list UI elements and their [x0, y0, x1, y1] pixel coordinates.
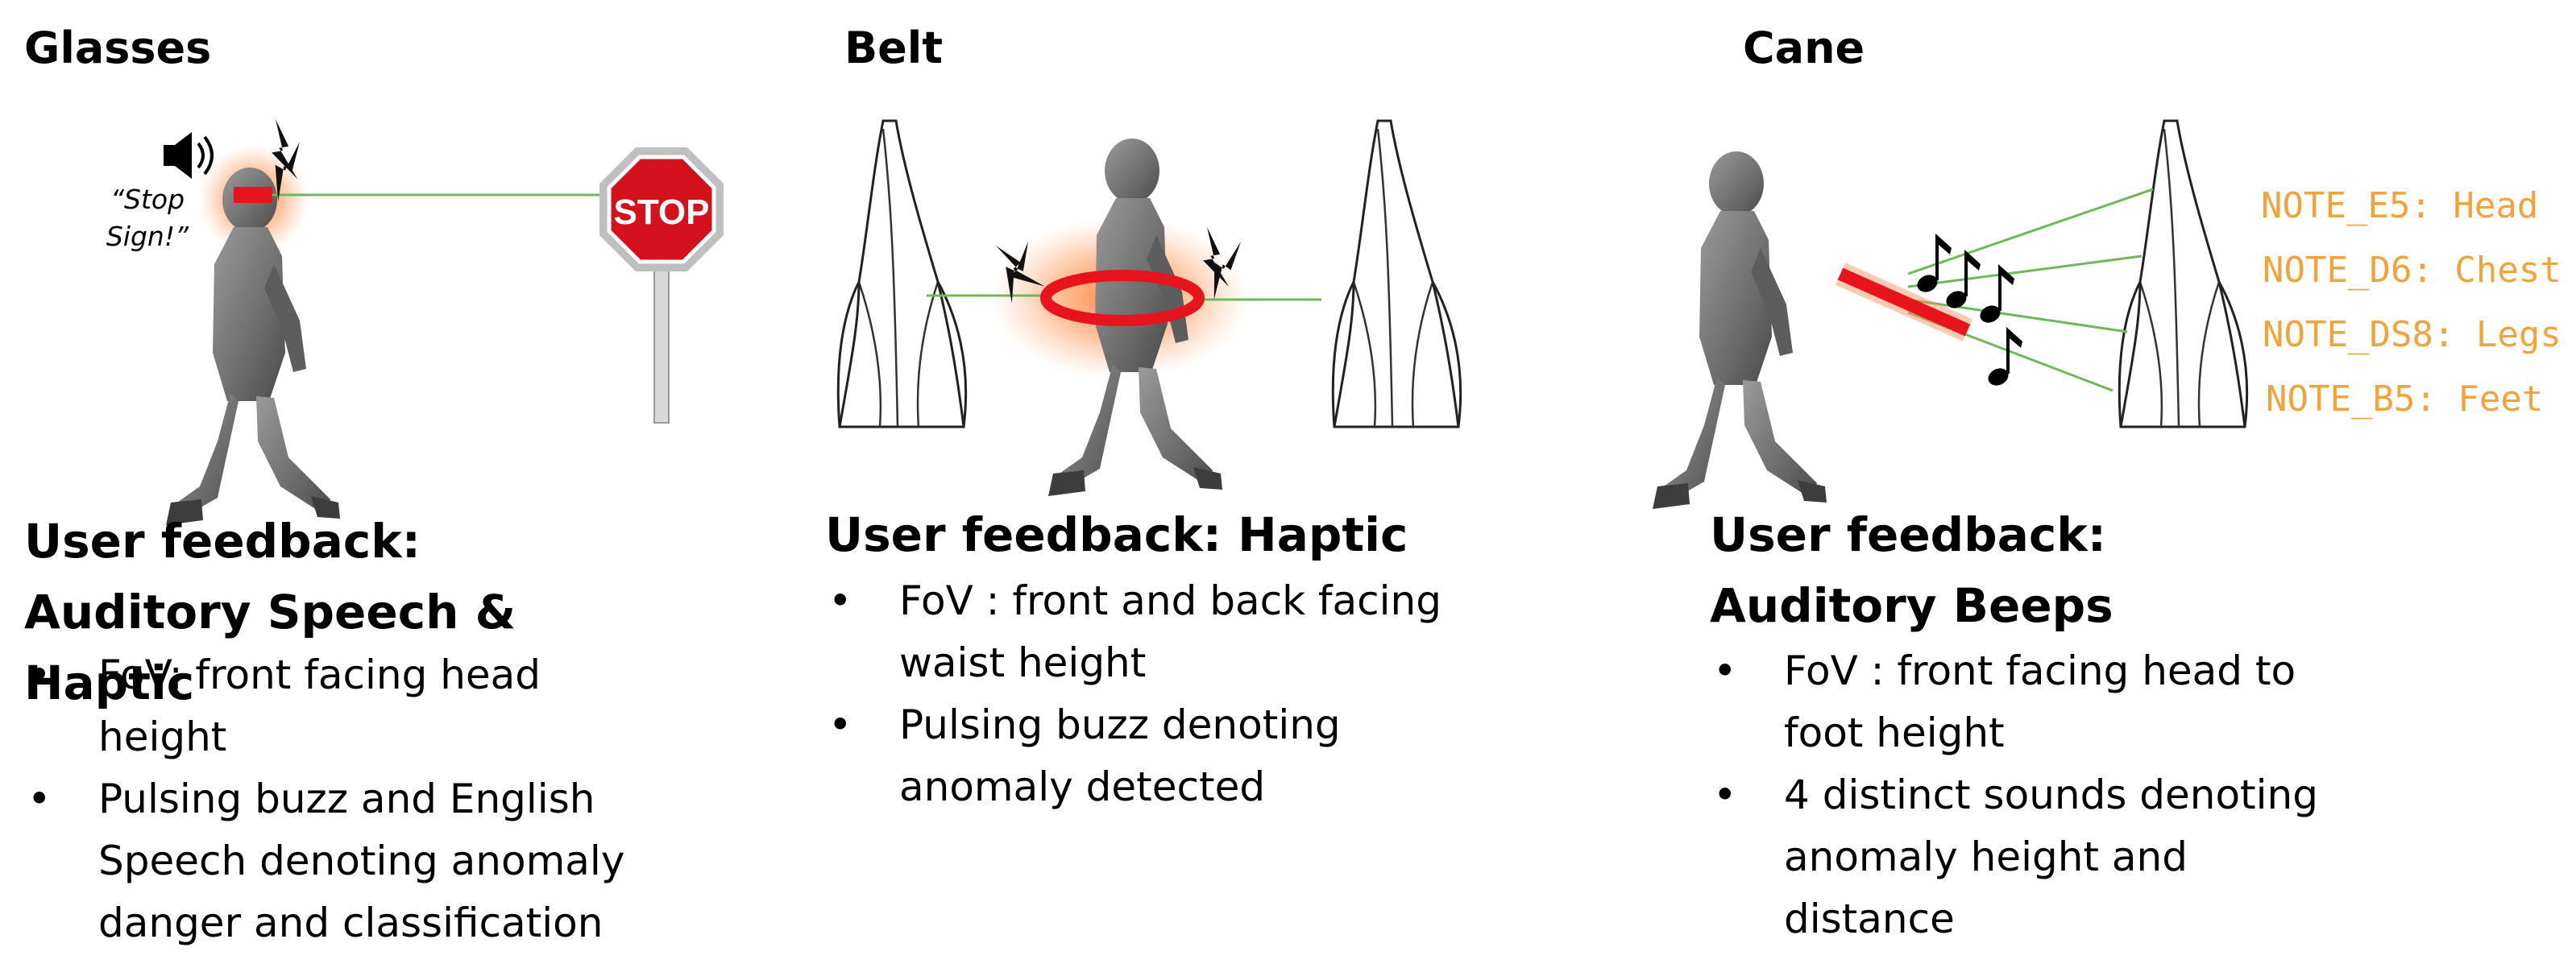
stop-sign-label: STOP	[613, 192, 709, 232]
list-item: FoV : front facing head to foot height	[1710, 640, 2322, 764]
cane-bullet-list: FoV : front facing head to foot height 4…	[1710, 640, 2322, 950]
stop-sign-icon: STOP	[599, 147, 724, 424]
list-item: FoV : front and back facing waist height	[825, 570, 1518, 694]
list-item: Pulsing buzz and English Speech denoting…	[24, 768, 653, 954]
walking-person-icon	[1653, 151, 1827, 509]
cane-illustration	[1653, 119, 2249, 509]
speech-quote-line: Sign!”	[106, 221, 189, 252]
belt-feedback-title: User feedback: Haptic	[825, 507, 1408, 562]
glasses-bullet-list: FoV: front facing head height Pulsing bu…	[24, 644, 653, 954]
glasses-device-icon	[234, 187, 272, 203]
note-label-head: NOTE_E5: Head	[2261, 185, 2539, 226]
cane-title: Cane	[1743, 23, 1865, 73]
speech-quote-line: “Stop	[110, 184, 185, 215]
list-item: FoV: front facing head height	[24, 644, 653, 768]
note-label-feet: NOTE_B5: Feet	[2266, 379, 2544, 420]
glasses-illustration: STOP	[164, 117, 724, 525]
belt-title: Belt	[844, 23, 944, 73]
list-item: 4 distinct sounds denoting anomaly heigh…	[1710, 764, 2322, 950]
list-item: Pulsing buzz denoting anomaly detected	[825, 694, 1518, 818]
glasses-title: Glasses	[24, 23, 212, 73]
cane-feedback-title: User feedback: Auditory Beeps	[1710, 507, 2113, 633]
belt-bullet-list: FoV : front and back facing waist height…	[825, 570, 1518, 818]
belt-device-icon	[1040, 270, 1205, 326]
sensor-beams	[1907, 188, 2154, 392]
obstacle-bag-icon	[836, 119, 968, 428]
obstacle-bag-icon	[1331, 119, 1462, 428]
cane-device-icon	[1837, 267, 1971, 337]
speaker-icon	[164, 132, 214, 179]
belt-illustration	[836, 119, 1462, 496]
obstacle-bag-icon	[2118, 119, 2249, 428]
note-label-legs: NOTE_DS8: Legs	[2263, 314, 2561, 355]
note-label-chest: NOTE_D6: Chest	[2263, 250, 2561, 291]
speech-quote: “Stop Sign!”	[87, 181, 208, 255]
